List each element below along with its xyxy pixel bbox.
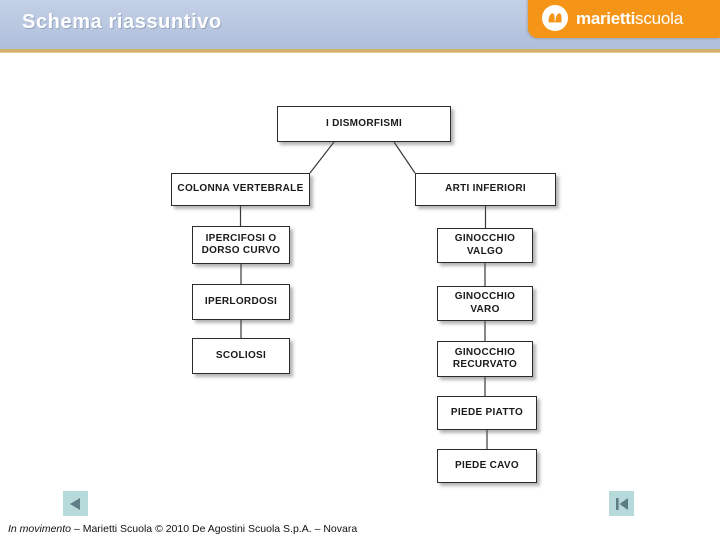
- flowchart-node-label: PIEDE CAVO: [455, 459, 519, 471]
- flowchart-node-root: I DISMORFISMI: [277, 106, 451, 142]
- first-slide-button[interactable]: [609, 491, 634, 516]
- flowchart-node-piedecavo: PIEDE CAVO: [437, 449, 537, 483]
- previous-slide-button[interactable]: [63, 491, 88, 516]
- page-title: Schema riassuntivo: [22, 11, 222, 33]
- connector-root-to-arti: [393, 141, 416, 174]
- flowchart-node-varo: GINOCCHIO VARO: [437, 286, 533, 321]
- flowchart-node-label: IPERLORDOSI: [204, 295, 278, 307]
- flowchart-node-ipercifosi: IPERCIFOSI O DORSO CURVO: [192, 226, 290, 264]
- footer-credit: In movimento – Marietti Scuola © 2010 De…: [8, 523, 357, 535]
- connector-root-to-colonna: [309, 141, 335, 174]
- flowchart-node-recurvato: GINOCCHIO RECURVATO: [437, 341, 533, 377]
- flowchart-node-colonna: COLONNA VERTEBRALE: [171, 173, 310, 206]
- marietti-scuola-logo: mariettiscuola: [528, 0, 720, 38]
- flowchart-node-label: SCOLIOSI: [215, 349, 267, 361]
- flowchart-node-label: PIEDE PIATTO: [450, 406, 524, 418]
- logo-word-marietti: marietti: [576, 8, 636, 28]
- marietti-m-icon: [542, 5, 568, 31]
- flowchart-node-scoliosi: SCOLIOSI: [192, 338, 290, 374]
- logo-wordmark: mariettiscuola: [576, 10, 683, 27]
- dismorfismi-flowchart: I DISMORFISMI COLONNA VERTEBRALE ARTI INFE…: [0, 53, 720, 483]
- flowchart-node-label: COLONNA VERTEBRALE: [177, 183, 304, 195]
- flowchart-node-label: GINOCCHIO VALGO: [454, 233, 516, 257]
- logo-word-scuola: scuola: [635, 8, 683, 28]
- flowchart-node-label: ARTI INFERIORI: [445, 183, 526, 195]
- flowchart-node-label: GINOCCHIO RECURVATO: [452, 346, 518, 371]
- flowchart-node-label: I DISMORFISMI: [325, 117, 403, 129]
- flowchart-node-iperlordosi: IPERLORDOSI: [192, 284, 290, 320]
- header-divider-rule: [0, 49, 720, 53]
- flowchart-node-arti: ARTI INFERIORI: [415, 173, 556, 206]
- flowchart-node-piedepiatto: PIEDE PIATTO: [437, 396, 537, 430]
- flowchart-node-valgo: GINOCCHIO VALGO: [437, 228, 533, 263]
- footer-publisher: – Marietti Scuola © 2010 De Agostini Scu…: [71, 523, 358, 535]
- previous-triangle-icon: [69, 497, 80, 510]
- skip-to-first-icon: [615, 497, 628, 510]
- flowchart-node-label: GINOCCHIO VARO: [454, 291, 516, 315]
- flowchart-node-label: IPERCIFOSI O DORSO CURVO: [201, 232, 281, 257]
- footer-work-title: In movimento: [8, 523, 72, 535]
